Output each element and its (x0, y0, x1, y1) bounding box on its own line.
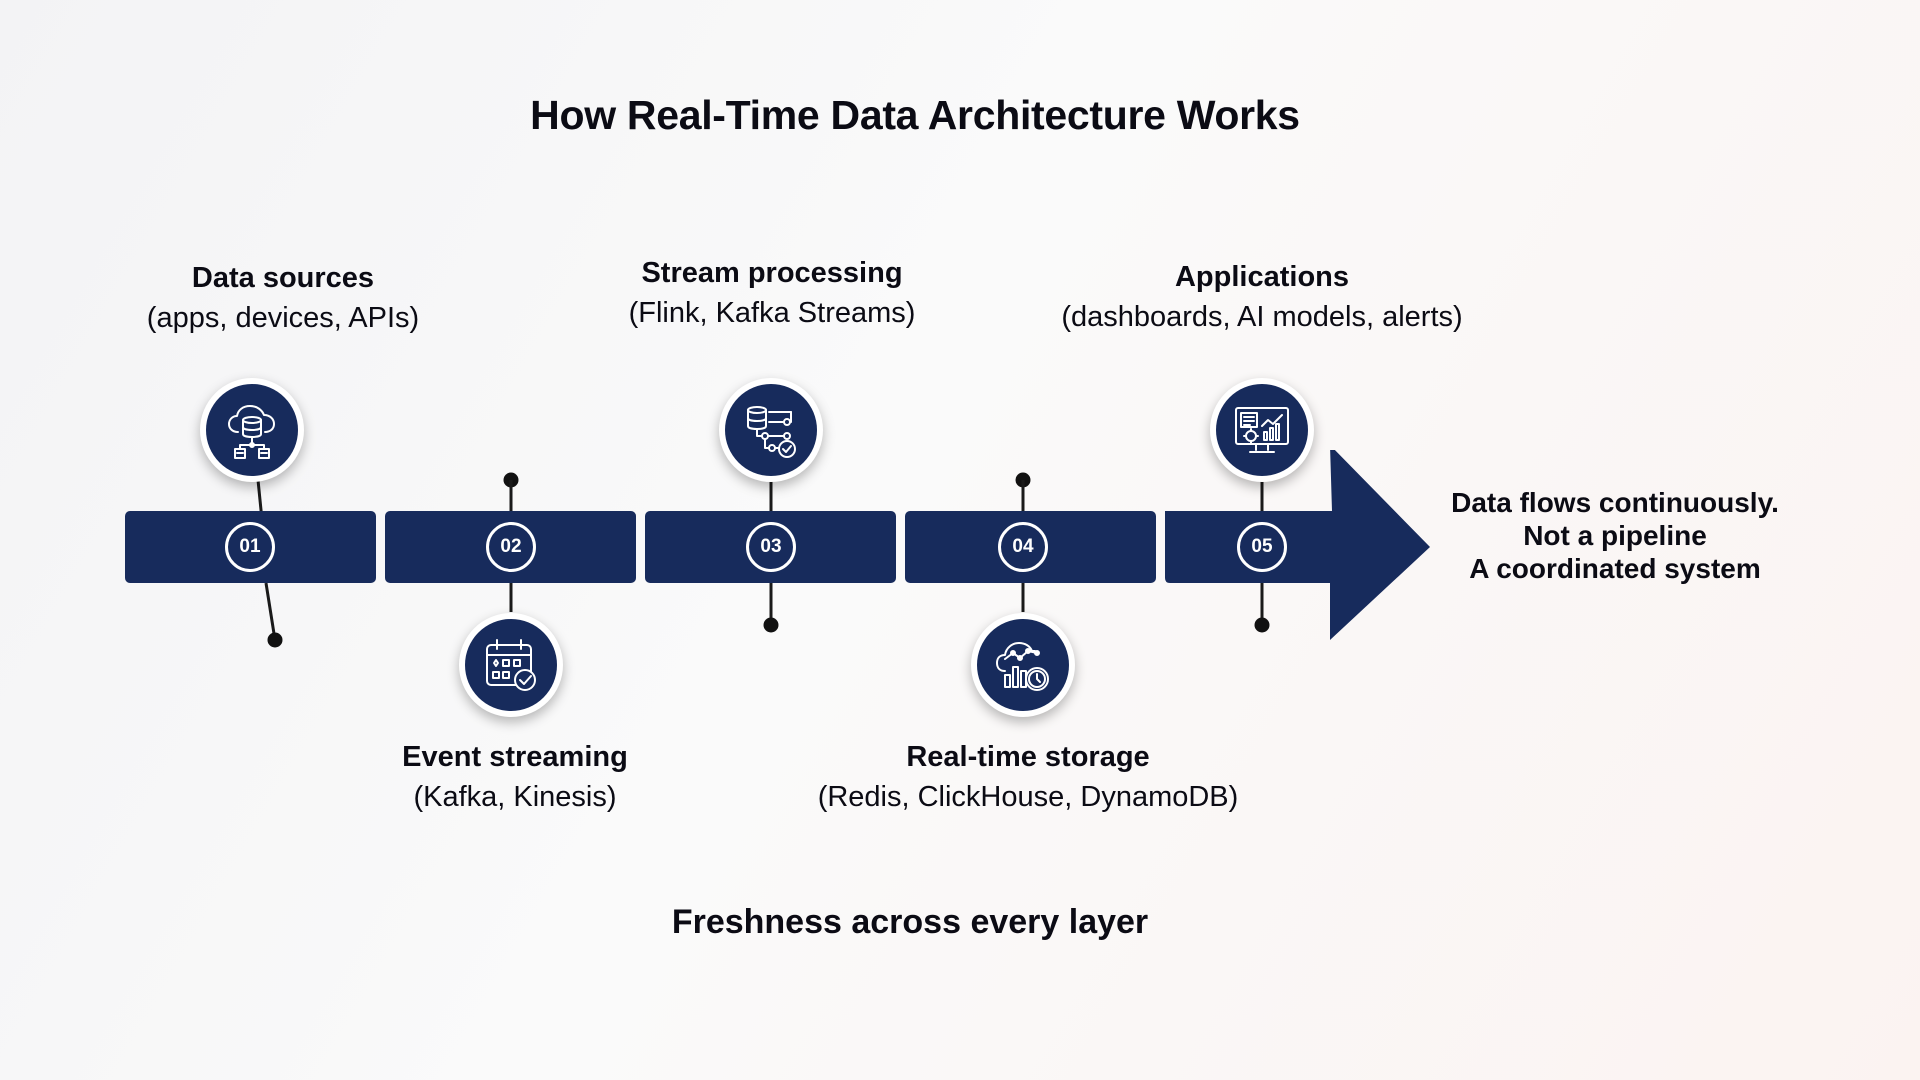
step-icon-05 (1210, 378, 1314, 482)
step-icon-01 (200, 378, 304, 482)
connector-05-dot (1254, 617, 1270, 633)
step-subtitle: (apps, devices, APIs) (146, 302, 420, 334)
step-number-badge: 04 (998, 522, 1048, 572)
step-number-badge: 03 (746, 522, 796, 572)
step-icon-03 (719, 378, 823, 482)
step-subtitle: (Kafka, Kinesis) (413, 781, 617, 813)
footer-tagline: Freshness across every layer (671, 903, 1149, 941)
step-title: Event streaming (402, 741, 628, 773)
connector-03-dot (763, 617, 779, 633)
summary-line-1: Data flows continuously. (1451, 487, 1779, 518)
step-label-04: Real-time storage (Redis, ClickHouse, Dy… (768, 737, 1288, 817)
cloud-analytics-clock-icon (996, 642, 1049, 691)
step-number-badge: 02 (486, 522, 536, 572)
step-subtitle: (Flink, Kafka Streams) (628, 297, 916, 329)
database-workflow-icon (747, 406, 796, 458)
summary-line-2: Not a pipeline (1523, 520, 1707, 551)
calendar-check-icon (486, 639, 536, 691)
monitor-dashboard-icon (1235, 407, 1289, 453)
step-title: Applications (1174, 261, 1349, 293)
step-icon-04 (971, 613, 1075, 717)
step-label-01: Data sources (apps, devices, APIs) (23, 258, 543, 338)
timeline-arrow (1165, 450, 1430, 640)
connector-01-dot (267, 632, 283, 648)
step-subtitle: (Redis, ClickHouse, DynamoDB) (817, 781, 1239, 813)
step-label-02: Event streaming (Kafka, Kinesis) (255, 737, 775, 817)
step-label-05: Applications (dashboards, AI models, ale… (1002, 257, 1522, 337)
connector-01-bottom (264, 582, 277, 641)
cloud-database-icon (228, 405, 275, 459)
step-number-badge: 01 (225, 522, 275, 572)
page-title: How Real-Time Data Architecture Works (530, 92, 1300, 138)
step-subtitle: (dashboards, AI models, alerts) (1061, 301, 1463, 333)
summary-line-3: A coordinated system (1469, 553, 1761, 584)
summary-note: Data flows continuously. Not a pipeline … (1420, 486, 1810, 585)
step-icon-02 (459, 613, 563, 717)
step-label-03: Stream processing (Flink, Kafka Streams) (512, 253, 1032, 333)
step-title: Stream processing (641, 257, 903, 289)
step-number-badge: 05 (1237, 522, 1287, 572)
step-title: Real-time storage (906, 741, 1150, 773)
step-title: Data sources (191, 262, 375, 294)
